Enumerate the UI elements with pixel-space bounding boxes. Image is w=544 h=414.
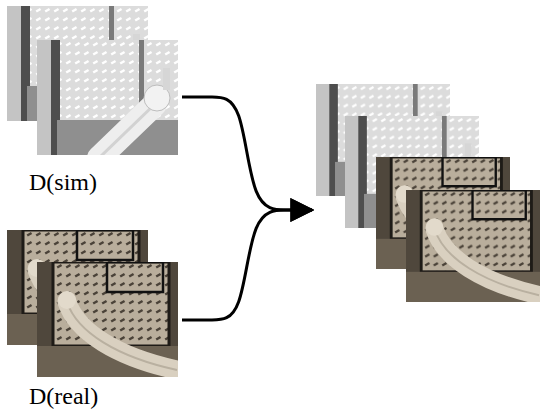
dataset-label: D(real) <box>7 382 182 410</box>
merged-data-stack <box>312 84 540 305</box>
real-data-stack: D(real) <box>7 230 182 410</box>
sim-data-stack: D(sim) <box>7 6 182 196</box>
dataset-label: D(sim) <box>7 168 182 196</box>
merge-arrow <box>182 210 312 320</box>
merge-arrow <box>182 97 312 210</box>
